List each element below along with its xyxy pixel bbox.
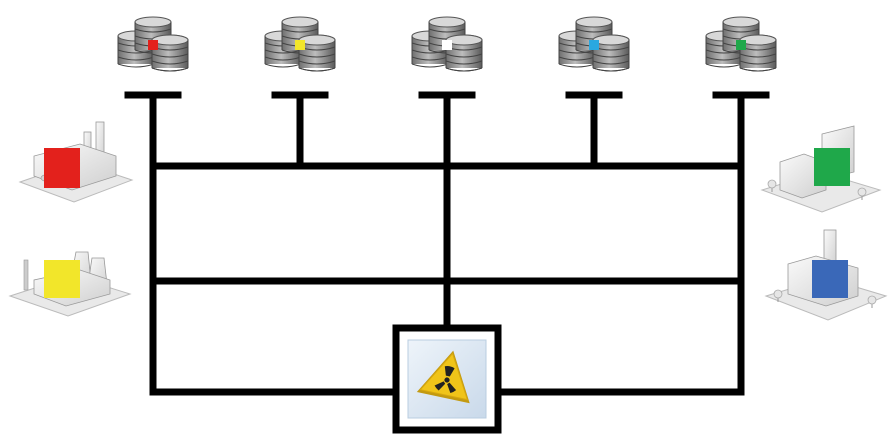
db-red-color-tag: [148, 40, 158, 50]
db-yellow-color-tag: [295, 40, 305, 50]
corporate-tower-building: [764, 229, 888, 321]
radiation-hazard-icon: [416, 350, 470, 404]
office-campus-building: [760, 125, 882, 213]
db-green-database-icon: [705, 16, 777, 72]
db-cyan-database-icon: [558, 16, 630, 72]
db-plain-database-icon: [411, 16, 483, 72]
db-red-database-icon: [117, 16, 189, 72]
office-campus-color-tag: [814, 148, 850, 186]
db-plain-color-tag: [442, 40, 452, 50]
db-yellow-database-icon: [264, 16, 336, 72]
central-hazard-node: [392, 324, 502, 434]
power-plant-color-tag: [44, 260, 80, 298]
db-cyan-color-tag: [589, 40, 599, 50]
factory-building: [18, 121, 134, 203]
factory-color-tag: [44, 148, 80, 188]
power-plant-building: [8, 251, 132, 317]
corporate-tower-color-tag: [812, 260, 848, 298]
network-lines: [124, 91, 770, 396]
db-green-color-tag: [736, 40, 746, 50]
